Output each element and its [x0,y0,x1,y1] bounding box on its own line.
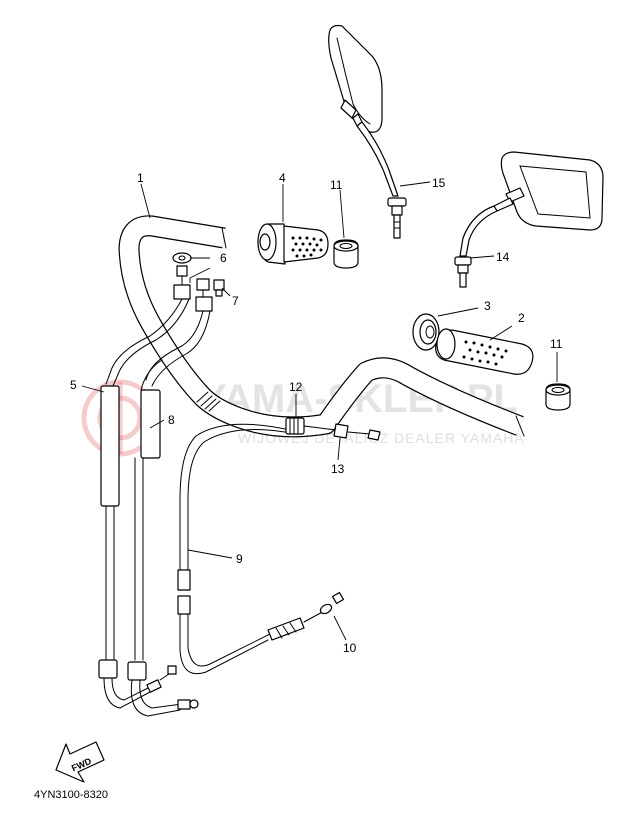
label-part-7: 7 [232,294,239,308]
part-2-grip-left [435,328,534,375]
part-7-bolt [213,279,225,297]
part-8-throttle-cable [127,310,211,717]
label-part-10: 10 [343,641,357,655]
part-1-handlebar [118,215,525,438]
label-part-9: 9 [236,552,243,566]
label-part-14: 14 [496,250,510,264]
part-3-collar [412,313,440,351]
label-part-11-lower: 11 [550,337,563,351]
label-part-1: 1 [137,171,144,185]
part-6-adjuster [172,252,213,312]
label-part-3: 3 [484,299,491,313]
label-part-11-upper: 11 [330,178,343,192]
label-part-6: 6 [220,251,227,265]
part-4-throttle-grip [257,223,329,265]
fwd-arrow-icon: FWD [55,741,105,783]
label-part-4: 4 [279,171,286,185]
part-5-throttle-cable [98,298,190,709]
label-part-5: 5 [70,378,77,392]
part-13-cable-adjuster [333,423,381,441]
part-14-mirror-right [454,151,604,288]
label-part-13: 13 [331,462,345,476]
label-part-12: 12 [289,380,303,394]
diagram-code: 4YN3100-8320 [34,789,108,801]
part-numbers: 1 2 3 4 5 6 7 8 9 10 11 11 12 13 14 15 [70,171,563,655]
part-11-grip-end-upper [333,239,359,269]
part-12-cable-fitting [285,417,337,435]
part-11-grip-end-lower [545,383,571,411]
label-part-15: 15 [432,176,446,190]
part-15-mirror-left [328,24,407,239]
part-9-clutch-cable [177,423,345,675]
grip-dots-pattern [462,340,508,366]
label-part-2: 2 [518,311,525,325]
leader-lines [81,181,558,641]
grip-dots-pattern [291,236,323,258]
label-part-8: 8 [168,413,175,427]
